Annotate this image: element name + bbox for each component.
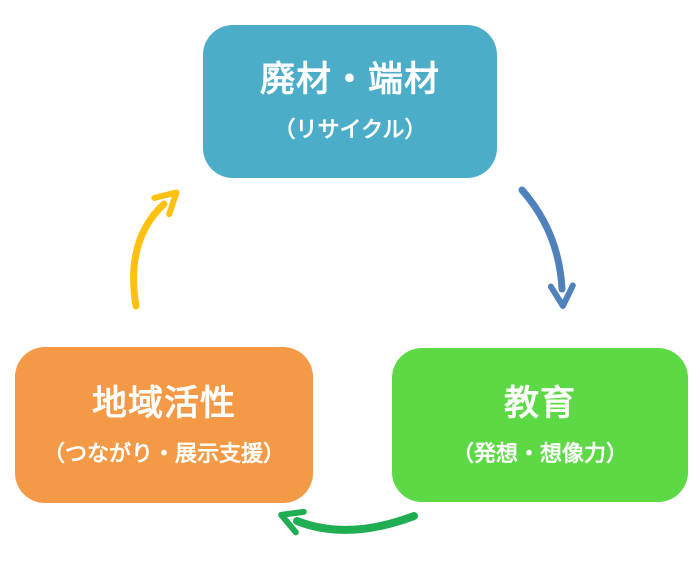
arrow-education-to-community <box>278 508 418 536</box>
node-education: 教育 （発想・想像力） <box>392 348 688 502</box>
node-waste-title: 廃材・端材 <box>259 60 440 99</box>
node-community-subtitle: （つながり・展示支援） <box>42 440 285 466</box>
node-waste-materials: 廃材・端材 （リサイクル） <box>203 25 497 178</box>
arrow-community-to-waste <box>130 189 180 310</box>
arrow-waste-to-education <box>518 186 576 309</box>
node-education-title: 教育 <box>503 383 576 423</box>
node-community-title: 地域活性 <box>91 383 236 423</box>
node-waste-subtitle: （リサイクル） <box>273 117 427 142</box>
node-education-subtitle: （発想・想像力） <box>451 440 628 466</box>
node-community: 地域活性 （つながり・展示支援） <box>15 347 313 503</box>
